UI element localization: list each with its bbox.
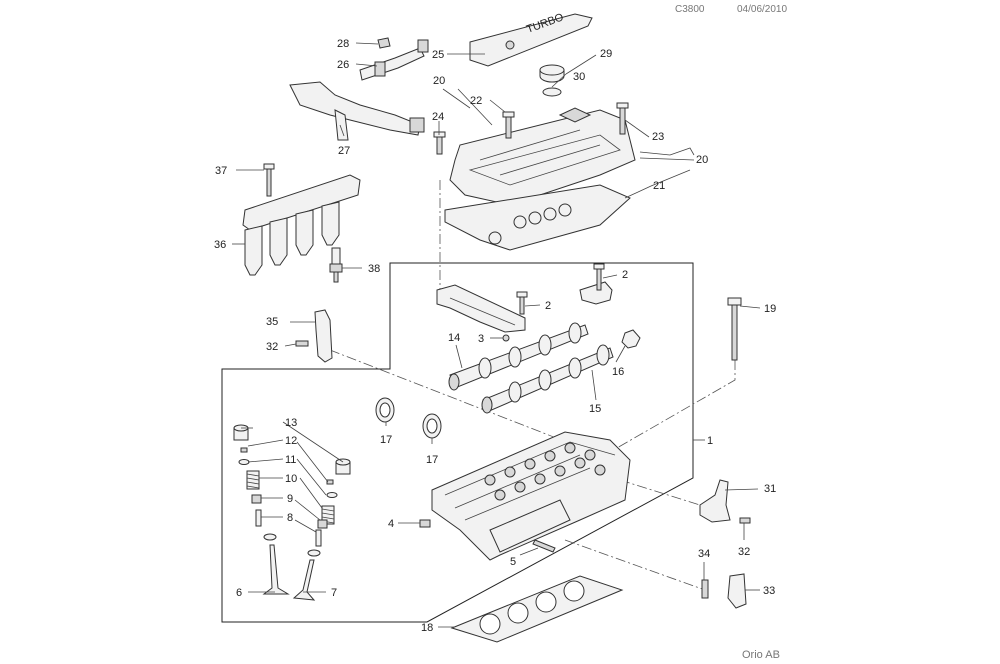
label-5: 5 bbox=[510, 556, 516, 568]
label-36: 36 bbox=[214, 239, 226, 251]
label-18: 18 bbox=[421, 622, 433, 634]
cylinder-head-gasket bbox=[450, 575, 624, 643]
camshaft-seal-1 bbox=[375, 397, 395, 423]
sensor-34 bbox=[701, 579, 709, 599]
label-25: 25 bbox=[432, 49, 444, 61]
ignition-coil-module bbox=[242, 174, 361, 276]
label-26: 26 bbox=[337, 59, 349, 71]
plug-4 bbox=[419, 519, 431, 528]
camshaft-bearing-frame bbox=[436, 284, 526, 333]
valve-tappet-right bbox=[335, 458, 351, 475]
bolt-24 bbox=[433, 131, 446, 155]
hose-clip bbox=[377, 37, 391, 49]
oil-cap-seal bbox=[542, 87, 562, 97]
label-3: 3 bbox=[478, 333, 484, 345]
breather-hose-assembly bbox=[289, 39, 429, 141]
label-19: 19 bbox=[764, 303, 776, 315]
spark-plug-seal-rings bbox=[488, 203, 572, 245]
bolt-37 bbox=[263, 163, 275, 197]
label-24: 24 bbox=[432, 111, 444, 123]
camshaft-intake bbox=[448, 322, 589, 391]
stud-5 bbox=[532, 539, 556, 553]
assembly-line bbox=[564, 539, 706, 591]
camshaft-exhaust bbox=[481, 344, 614, 414]
label-34: 34 bbox=[698, 548, 710, 560]
valve-spring bbox=[246, 470, 335, 525]
valve-tappet bbox=[233, 424, 249, 441]
intake-valve bbox=[262, 544, 290, 595]
cylinder-head-bolt bbox=[727, 297, 742, 361]
label-11: 11 bbox=[285, 454, 296, 466]
label-7: 7 bbox=[331, 587, 337, 599]
bracket-33 bbox=[727, 573, 747, 609]
label-31: 31 bbox=[764, 483, 776, 495]
label-12: 12 bbox=[285, 435, 297, 447]
camshaft-seal-2 bbox=[422, 413, 442, 439]
bolt-32-left bbox=[295, 340, 309, 347]
label-2-upper: 2 bbox=[622, 269, 628, 281]
camshaft-sensor-wheel bbox=[621, 329, 641, 349]
label-32-left: 32 bbox=[266, 341, 278, 353]
label-27: 27 bbox=[338, 145, 350, 157]
bolt-23 bbox=[616, 102, 629, 135]
valve-seat-ring bbox=[263, 533, 321, 557]
part-number-labels: 28 26 25 29 30 20 22 24 23 27 20 37 21 3… bbox=[214, 38, 776, 634]
label-10: 10 bbox=[285, 473, 297, 485]
valve-stem-seal bbox=[251, 494, 328, 529]
label-21: 21 bbox=[653, 180, 665, 192]
label-28: 28 bbox=[337, 38, 349, 50]
bearing-cap-2 bbox=[579, 281, 613, 305]
exhaust-valve bbox=[292, 559, 316, 601]
label-2-lower: 2 bbox=[545, 300, 551, 312]
label-4: 4 bbox=[388, 518, 394, 530]
assembly-line bbox=[609, 360, 736, 453]
assembly-line bbox=[619, 479, 701, 506]
oil-filler-cap bbox=[539, 64, 565, 83]
bracket-31 bbox=[699, 479, 731, 523]
label-29: 29 bbox=[600, 48, 612, 60]
leader-lines bbox=[232, 42, 761, 628]
bracket-35 bbox=[314, 309, 333, 363]
dowel-3 bbox=[502, 334, 510, 342]
diagram-code: C3800 bbox=[675, 4, 705, 15]
label-35: 35 bbox=[266, 316, 278, 328]
valve-cover bbox=[449, 107, 636, 206]
bolt-2-lower bbox=[516, 291, 528, 315]
label-9: 9 bbox=[287, 493, 293, 505]
label-16: 16 bbox=[612, 366, 624, 378]
bolt-32-right bbox=[739, 517, 751, 524]
label-13: 13 bbox=[285, 417, 297, 429]
label-30: 30 bbox=[573, 71, 585, 83]
diagram-date: 04/06/2010 bbox=[737, 4, 788, 15]
label-17-right: 17 bbox=[426, 454, 438, 466]
label-33: 33 bbox=[763, 585, 775, 597]
label-20-top: 20 bbox=[433, 75, 445, 87]
label-14: 14 bbox=[448, 332, 460, 344]
label-20-right: 20 bbox=[696, 154, 708, 166]
label-17-left: 17 bbox=[380, 434, 392, 446]
valve-spring-retainer bbox=[238, 459, 338, 498]
bolt-2-upper bbox=[593, 263, 605, 291]
label-6: 6 bbox=[236, 587, 242, 599]
label-22: 22 bbox=[470, 95, 482, 107]
label-1: 1 bbox=[707, 435, 713, 447]
label-23: 23 bbox=[652, 131, 664, 143]
label-37: 37 bbox=[215, 165, 227, 177]
bolt-22 bbox=[502, 111, 515, 139]
spark-plug bbox=[329, 247, 343, 283]
label-8: 8 bbox=[287, 512, 293, 524]
engine-cover: TURBO bbox=[469, 11, 593, 67]
group-boundary bbox=[221, 262, 694, 623]
valve-guide bbox=[255, 509, 322, 547]
cylinder-head bbox=[431, 431, 631, 561]
label-32-right: 32 bbox=[738, 546, 750, 558]
valve-collets bbox=[240, 447, 334, 485]
copyright-text: Orio AB bbox=[742, 649, 780, 661]
label-38: 38 bbox=[368, 263, 380, 275]
label-15: 15 bbox=[589, 403, 601, 415]
